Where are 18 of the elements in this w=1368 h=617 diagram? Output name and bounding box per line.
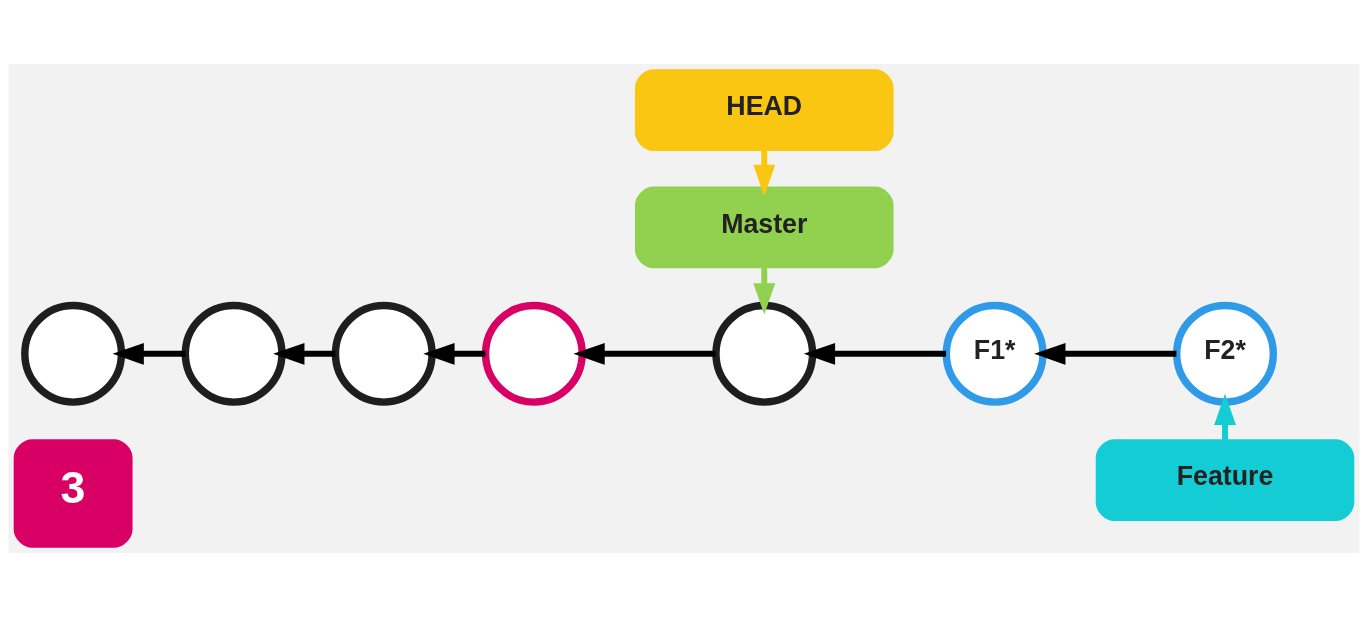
node-box: Feature xyxy=(1095,439,1355,522)
arrow xyxy=(803,342,947,365)
node-box: HEAD xyxy=(634,69,894,151)
node-circle xyxy=(481,301,586,406)
arrow xyxy=(423,342,486,365)
node-circle xyxy=(712,301,817,406)
node-box: Master xyxy=(634,186,894,269)
arrow xyxy=(112,342,186,365)
node-circle xyxy=(181,301,286,406)
node-circle: F2* xyxy=(1173,301,1278,406)
node-box: 3 xyxy=(13,439,133,548)
node-circle: F1* xyxy=(942,301,1047,406)
arrow xyxy=(1034,342,1177,365)
arrow xyxy=(753,267,776,315)
arrow xyxy=(573,342,716,365)
node-circle xyxy=(331,301,436,406)
node-circle xyxy=(21,301,126,406)
arrow xyxy=(273,342,336,365)
